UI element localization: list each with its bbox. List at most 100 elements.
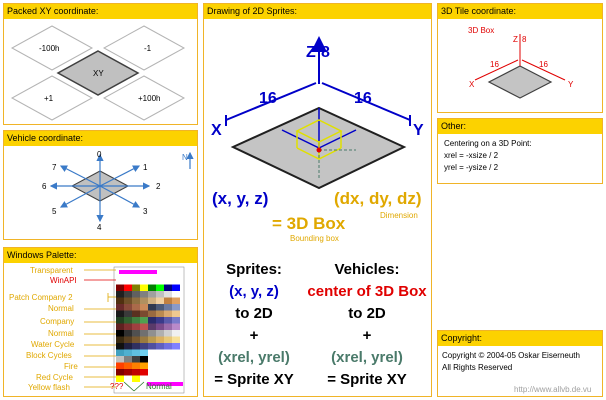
palette-swatch [156,369,164,376]
palette-swatch [132,310,140,317]
pal-red-cycle: Red Cycle [36,373,73,382]
other-line-3: yrel = -ysize / 2 [444,163,499,172]
copyright-url[interactable]: http://www.allvb.de.vu [514,385,592,394]
bounding-box-label: Bounding box [290,234,339,243]
palette-swatch [124,310,132,317]
palette-swatch [124,362,132,369]
palette-swatch [164,317,172,324]
tile3d-x-size: 16 [490,60,499,69]
palette-swatch [148,317,156,324]
tile-center [56,50,140,96]
dir-2: 2 [156,182,161,191]
palette-swatch [140,304,148,311]
cell-top-left-label: -100h [39,44,60,53]
palette-panel: Windows Palette: Transparent WinAPI Patc… [3,247,198,397]
tile-bottom-right [102,75,186,121]
palette-swatch [156,330,164,337]
palette-swatch [124,297,132,304]
other-line-2: xrel = -xsize / 2 [444,151,499,160]
palette-swatch [124,349,132,356]
palette-swatch [140,323,148,330]
pal-water-cycle: Water Cycle [31,340,75,349]
palette-swatch [140,349,148,356]
palette-swatch [156,291,164,298]
palette-swatch [172,362,180,369]
copyright-line-1: Copyright © 2004-05 Oskar Eiserneuth [442,351,580,360]
dir-1: 1 [143,163,148,172]
palette-swatch [156,349,164,356]
palette-swatch [116,336,124,343]
palette-swatch [132,284,140,291]
vehicles-column: Vehicles: center of 3D Box to 2D + (xrel… [302,259,432,391]
palette-swatch [148,343,156,350]
palette-swatch [116,349,124,356]
palette-swatch [140,284,148,291]
xyz-label: (x, y, z) [212,189,269,208]
palette-swatch [140,330,148,337]
palette-swatch [148,336,156,343]
palette-swatch [116,291,124,298]
palette-title: Windows Palette: [4,248,197,263]
palette-swatch [156,310,164,317]
tile3d-x: X [469,80,475,89]
palette-swatch [116,297,124,304]
copyright-title: Copyright: [438,331,602,346]
cell-bottom-right-label: +100h [138,94,161,103]
palette-swatch [148,297,156,304]
x-size-label: 16 [259,90,277,107]
palette-swatch [148,323,156,330]
box3d-label: = 3D Box [272,214,346,233]
palette-swatch [116,278,124,285]
palette-swatch [148,356,156,363]
palette-swatch [156,336,164,343]
palette-swatch [116,356,124,363]
dir-6: 6 [42,182,47,191]
pal-winapi: WinAPI [50,276,77,285]
palette-swatch [132,349,140,356]
vehicle-diagram [49,151,194,223]
palette-swatch [172,323,180,330]
palette-swatch [132,330,140,337]
y-size-label: 16 [354,90,372,107]
vehicles-result: = Sprite XY [327,371,407,388]
palette-swatch [132,317,140,324]
palette-swatch [124,336,132,343]
palette-swatch [164,362,172,369]
sprites-heading: Sprites: [226,261,282,278]
palette-swatch [124,317,132,324]
dir-7: 7 [52,163,57,172]
palette-swatch [156,375,164,382]
pal-normal-bottom: Normal [146,382,172,391]
dir-3: 3 [143,207,148,216]
sprites-rel: (xrel, yrel) [218,349,290,366]
palette-swatch [140,369,148,376]
pal-yellow-flash: Yellow flash [28,383,70,392]
dir-4: 4 [97,223,102,232]
palette-swatch [132,278,140,285]
palette-swatch [124,369,132,376]
palette-swatch [172,278,180,285]
palette-swatch [172,356,180,363]
palette-swatch [140,375,148,382]
palette-swatch [164,349,172,356]
palette-swatch [172,284,180,291]
tile-top-right [102,25,186,71]
palette-swatch [156,317,164,324]
palette-swatch [124,375,132,382]
palette-swatch [140,343,148,350]
palette-swatch [164,375,172,382]
palette-swatch [132,375,140,382]
palette-swatch [172,375,180,382]
palette-swatch [148,291,156,298]
palette-swatch [116,323,124,330]
palette-swatch [132,336,140,343]
tile3d-tile [487,65,553,99]
drawing-title: Drawing of 2D Sprites: [204,4,431,19]
palette-swatch [172,291,180,298]
vehicle-title: Vehicle coordinate: [4,131,197,146]
sprites-plus: + [249,327,259,344]
y-axis-label: Y [413,122,424,139]
copyright-panel: Copyright: Copyright © 2004-05 Oskar Eis… [437,330,603,397]
palette-swatch [124,330,132,337]
pal-normal-1: Normal [48,304,74,313]
